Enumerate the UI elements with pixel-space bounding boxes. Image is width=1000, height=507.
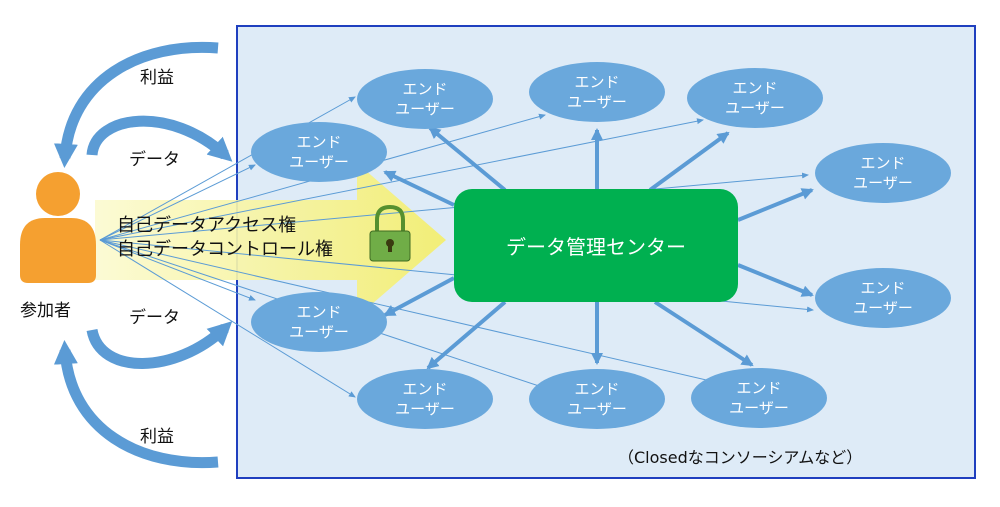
end-user-line2: ユーザー bbox=[725, 99, 785, 117]
end-user-line2: ユーザー bbox=[567, 400, 627, 418]
end-user-line2: ユーザー bbox=[289, 153, 349, 171]
end-user-node: エンドユーザー bbox=[691, 368, 827, 428]
end-user-line1: エンド bbox=[860, 154, 906, 172]
flow-curves bbox=[53, 41, 233, 469]
end-user-line1: エンド bbox=[736, 379, 782, 397]
consortium-note: （Closedなコンソーシアムなど） bbox=[618, 448, 863, 467]
end-user-line1: エンド bbox=[402, 80, 448, 98]
data-bottom-arrow bbox=[86, 321, 233, 369]
data-management-center: データ管理センター bbox=[454, 189, 738, 302]
end-user-node: エンドユーザー bbox=[815, 268, 951, 328]
rights-arrow bbox=[95, 163, 446, 317]
end-user-line2: ユーザー bbox=[289, 323, 349, 341]
end-user-line2: ユーザー bbox=[395, 400, 455, 418]
control-right-label: 自己データコントロール権 bbox=[117, 239, 333, 260]
center-label: データ管理センター bbox=[506, 235, 686, 259]
end-user-node: エンドユーザー bbox=[687, 68, 823, 128]
benefit-top-arrow bbox=[53, 41, 219, 168]
center-distribution-arrows bbox=[383, 126, 814, 370]
end-user-node: エンドユーザー bbox=[251, 292, 387, 352]
end-user-node: エンドユーザー bbox=[529, 369, 665, 429]
end-user-line2: ユーザー bbox=[567, 93, 627, 111]
end-user-line1: エンド bbox=[732, 79, 778, 97]
end-user-node: エンドユーザー bbox=[529, 62, 665, 122]
end-user-line2: ユーザー bbox=[729, 399, 789, 417]
end-user-line1: エンド bbox=[860, 279, 906, 297]
end-user-line1: エンド bbox=[574, 73, 620, 91]
end-user-node: エンドユーザー bbox=[357, 69, 493, 129]
end-user-node: エンドユーザー bbox=[815, 143, 951, 203]
rights-text: 自己データアクセス権 自己データコントロール権 bbox=[117, 214, 333, 262]
end-user-line2: ユーザー bbox=[853, 174, 913, 192]
access-right-label: 自己データアクセス権 bbox=[117, 215, 297, 236]
end-user-node: エンドユーザー bbox=[357, 369, 493, 429]
data-bottom-label: データ bbox=[129, 308, 180, 328]
end-user-node: エンドユーザー bbox=[251, 122, 387, 182]
end-user-line1: エンド bbox=[296, 303, 342, 321]
benefit-top-label: 利益 bbox=[140, 68, 174, 88]
end-user-line2: ユーザー bbox=[395, 100, 455, 118]
end-user-line1: エンド bbox=[402, 380, 448, 398]
end-user-line2: ユーザー bbox=[853, 299, 913, 317]
benefit-bottom-label: 利益 bbox=[140, 427, 174, 447]
end-user-line1: エンド bbox=[574, 380, 620, 398]
participant-label: 参加者 bbox=[20, 301, 71, 321]
person-icon bbox=[20, 172, 96, 283]
benefit-bottom-arrow bbox=[53, 340, 219, 469]
data-top-label: データ bbox=[129, 150, 180, 170]
lock-icon bbox=[369, 204, 411, 262]
end-user-line1: エンド bbox=[296, 133, 342, 151]
data-top-arrow bbox=[86, 115, 233, 162]
